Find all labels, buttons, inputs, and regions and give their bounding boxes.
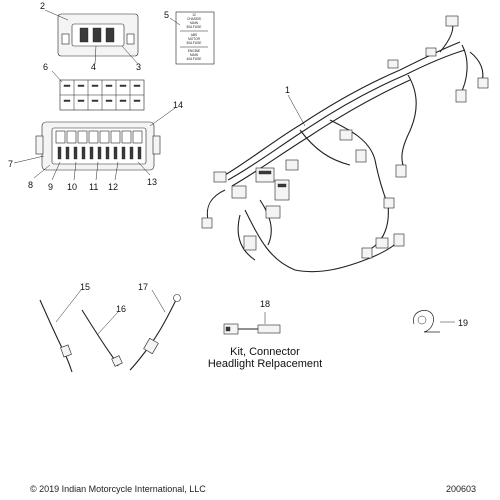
fuse-label-l6: MOTOR bbox=[188, 37, 201, 41]
figure-code: 200603 bbox=[446, 484, 477, 494]
fuse-label-l3: MAIN bbox=[190, 21, 199, 25]
callout-3: 3 bbox=[136, 62, 141, 72]
fuse-relay-box bbox=[35, 121, 161, 171]
kit-caption-line2: Headlight Relpacement bbox=[207, 358, 323, 370]
relay-label-grid bbox=[59, 79, 145, 111]
kit-caption-line1: Kit, Connector bbox=[230, 346, 300, 358]
p-clamp bbox=[413, 310, 440, 333]
callout-16: 16 bbox=[116, 304, 126, 314]
fuse-label-card: 12 CHASSIS MAIN 50A FUSE ABS MOTOR 50A F… bbox=[175, 11, 215, 65]
fuse-label-l2: CHASSIS bbox=[187, 17, 201, 21]
callout-11: 11 bbox=[89, 182, 98, 192]
wire-lead bbox=[39, 299, 73, 373]
relay-holder bbox=[57, 13, 139, 57]
callout-15: 15 bbox=[80, 282, 90, 292]
callout-2: 2 bbox=[40, 1, 45, 11]
copyright-text: © 2019 Indian Motorcycle International, … bbox=[30, 484, 206, 494]
callout-5: 5 bbox=[164, 10, 169, 20]
callout-18: 18 bbox=[260, 299, 270, 309]
headlight-connector-kit bbox=[223, 323, 281, 335]
fuse-label-l9: MAIN bbox=[190, 53, 199, 57]
fuse-label-l8: ENGINE bbox=[188, 49, 200, 53]
fuse-label-l10: 40A FUSE bbox=[187, 57, 202, 61]
callout-1: 1 bbox=[285, 85, 290, 95]
fuse-label-l7: 50A FUSE bbox=[187, 41, 202, 45]
callout-4: 4 bbox=[91, 62, 96, 72]
callout-8: 8 bbox=[28, 180, 33, 190]
callout-9: 9 bbox=[48, 182, 53, 192]
fuse-label-l1: 12 bbox=[192, 13, 196, 17]
wire-lead-short bbox=[81, 309, 123, 367]
ground-strap bbox=[129, 294, 181, 371]
callout-17: 17 bbox=[138, 282, 148, 292]
main-wire-harness bbox=[201, 15, 489, 273]
callout-13: 13 bbox=[147, 177, 157, 187]
callout-14: 14 bbox=[173, 100, 183, 110]
fuse-label-l4: 50A FUSE bbox=[187, 25, 202, 29]
kit-caption: Kit, Connector Headlight Relpacement bbox=[180, 346, 350, 370]
callout-10: 10 bbox=[67, 182, 77, 192]
callout-19: 19 bbox=[458, 318, 468, 328]
callout-12: 12 bbox=[108, 182, 118, 192]
callout-7: 7 bbox=[8, 159, 13, 169]
fuse-label-l5: ABS bbox=[191, 33, 197, 37]
callout-6: 6 bbox=[43, 62, 48, 72]
